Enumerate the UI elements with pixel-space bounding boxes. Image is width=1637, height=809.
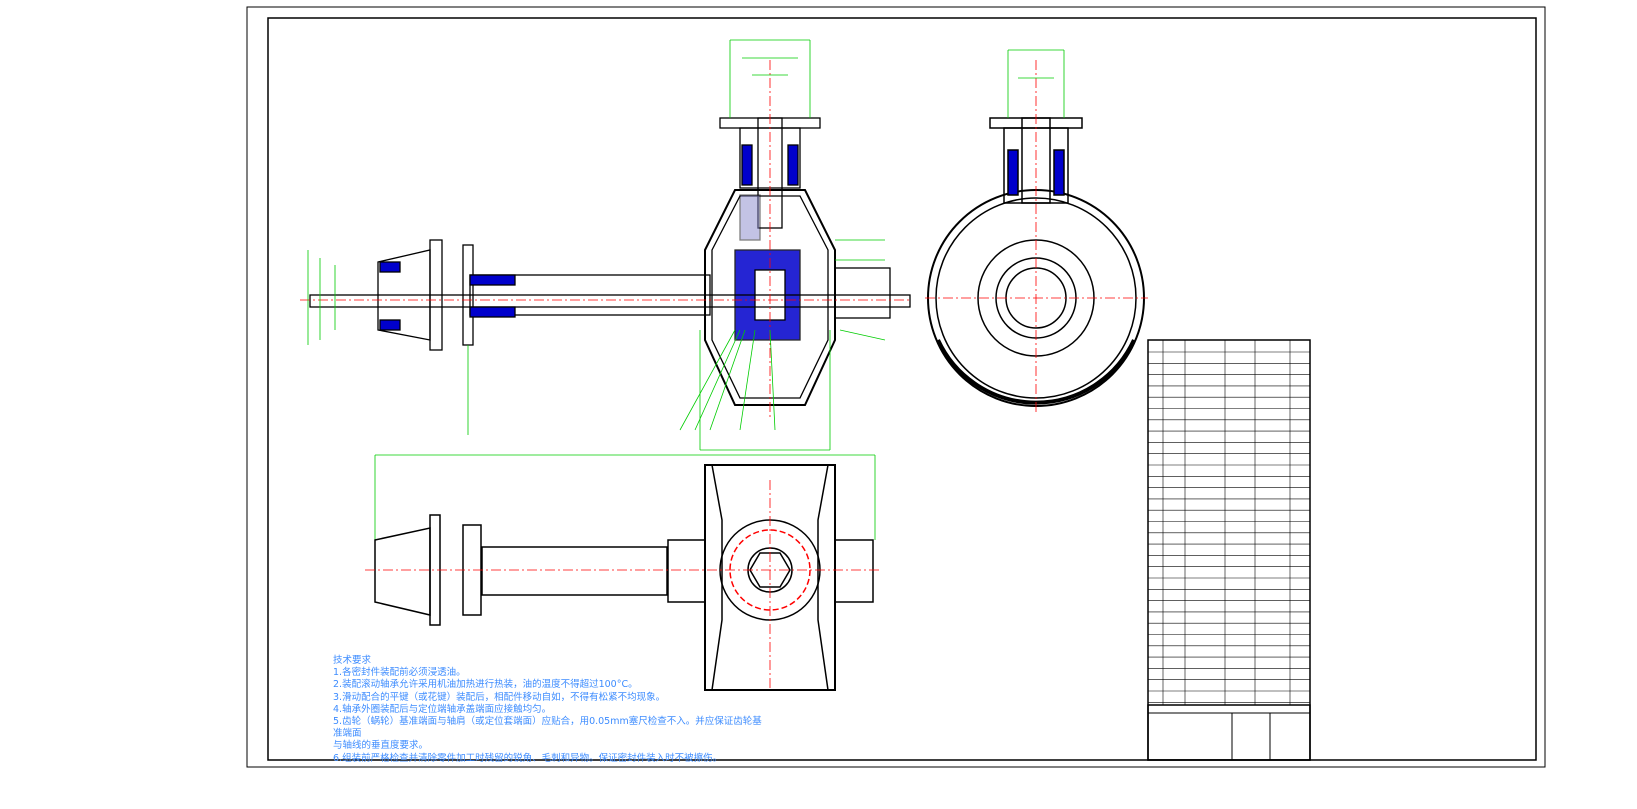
requirement-item: 5.齿轮（蜗轮）基准端面与轴肩（或定位套端面）应贴合，用0.05mm塞尺检查不入… <box>333 716 762 728</box>
requirement-item: 2.装配滚动轴承允许采用机油加热进行热装，油的温度不得超过100°C。 <box>333 679 638 691</box>
front-view-centerlines <box>300 60 910 420</box>
drawing-border <box>246 6 1546 768</box>
requirements-title: 技术要求 <box>333 655 372 666</box>
parts-list-table <box>1147 339 1311 761</box>
requirement-item: 与轴线的垂直度要求。 <box>333 740 429 752</box>
requirement-item: 3.滑动配合的平键（或花键）装配后，相配件移动自如，不得有松紧不均现象。 <box>333 691 666 703</box>
requirement-item: 4.轴承外圈装配后与定位端轴承盖端面应接触均匀。 <box>333 703 552 715</box>
front-section-view <box>309 117 911 406</box>
side-view-dimensions <box>1007 49 1065 118</box>
requirement-item: 准端面 <box>333 728 362 740</box>
side-view-centerlines <box>925 60 1148 415</box>
requirement-item: 1.各密封件装配前必须浸透油。 <box>333 667 466 679</box>
requirement-item: 6.组装前严格检查并清除零件加工时残留的锐角、毛刺和异物。保证密封件装入时不被擦… <box>333 752 723 764</box>
technical-requirements: 技术要求 1.各密封件装配前必须浸透油。 2.装配滚动轴承允许采用机油加热进行热… <box>333 655 762 765</box>
top-view-centerlines <box>365 480 880 690</box>
front-view-dimensions <box>307 39 886 540</box>
